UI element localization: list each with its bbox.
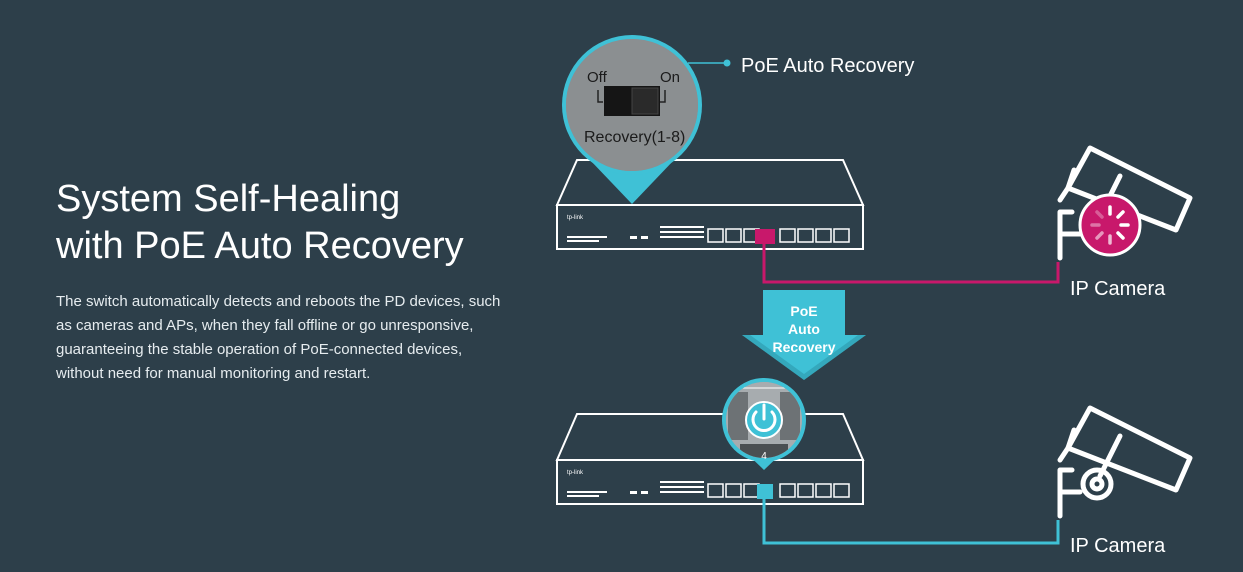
port-zoom: 4: [722, 378, 806, 470]
bottom-switch: tp-link: [555, 413, 865, 505]
faulty-port: [755, 229, 775, 244]
recovery-switch-zoom: Off On Recovery(1-8): [562, 35, 702, 204]
title-line-2: with PoE Auto Recovery: [56, 225, 464, 267]
faulty-cable: [762, 244, 1060, 284]
top-switch: tp-link: [555, 159, 865, 250]
switch-off-label: Off: [587, 69, 608, 86]
arrow-label-line-3: Recovery: [772, 339, 835, 355]
switch-caption: Recovery(1-8): [584, 129, 685, 146]
top-switch-brand: tp-link: [567, 215, 584, 221]
top-camera-label: IP Camera: [1070, 278, 1166, 300]
top-switch-ports: [707, 228, 850, 243]
port-number: 4: [761, 451, 767, 462]
callout-label: PoE Auto Recovery: [741, 55, 914, 77]
callout-dot: [723, 59, 731, 67]
bottom-switch-leds: [660, 481, 704, 493]
dip-switch-knob: [631, 87, 659, 115]
bottom-switch-ports: [707, 483, 850, 498]
title-line-1: System Self-Healing: [56, 178, 401, 220]
restored-cable: [762, 499, 1060, 545]
top-switch-leds: [660, 226, 704, 238]
arrow-label-line-2: Auto: [788, 321, 820, 337]
bottom-camera-label: IP Camera: [1070, 535, 1166, 557]
switch-on-label: On: [660, 69, 680, 86]
bottom-switch-brand: tp-link: [567, 470, 584, 476]
arrow-label-line-1: PoE: [790, 303, 817, 319]
recovery-arrow: PoE Auto Recovery: [742, 290, 866, 380]
recovered-port: [757, 484, 773, 499]
feature-description: The switch automatically detects and reb…: [56, 293, 501, 382]
page-title: System Self-Healing with PoE Auto Recove…: [56, 176, 516, 270]
fault-icon: [1078, 193, 1142, 257]
bottom-ip-camera: [1057, 405, 1193, 519]
